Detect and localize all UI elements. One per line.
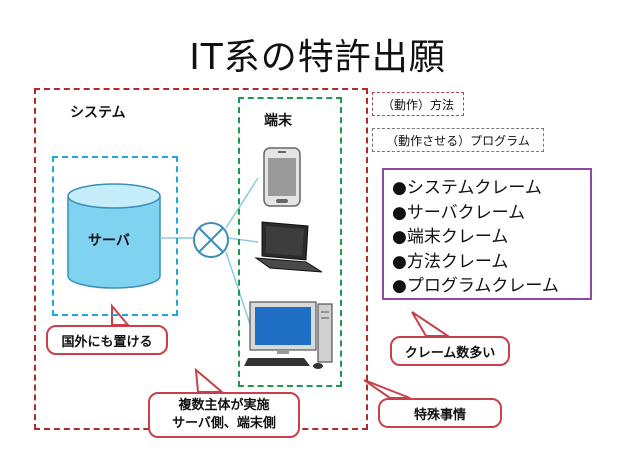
server-cylinder-icon	[67, 183, 161, 289]
claim-item-method: ●方法クレーム	[392, 251, 509, 272]
callout-multiple-actors-line1: 複数主体が実施	[178, 398, 270, 413]
program-tag: （動作させる）プログラム	[372, 128, 544, 152]
claim-item-program: ●プログラムクレーム	[392, 276, 559, 296]
claims-list-box: ●システムクレーム ●サーバクレーム ●端末クレーム ●方法クレーム ●プログラ…	[382, 168, 592, 300]
claim-item-system: ●システムクレーム	[392, 178, 542, 198]
laptop-icon	[254, 221, 323, 273]
callout-many-claims: クレーム数多い	[390, 336, 510, 366]
claim-item-server: ●サーバクレーム	[392, 202, 526, 223]
callout-special-circumstances: 特殊事情	[378, 398, 502, 428]
page-title: IT系の特許出願	[189, 37, 446, 78]
network-hub-icon	[193, 222, 229, 258]
server-boundary-box	[52, 156, 178, 316]
callout-multiple-actors-line2: サーバ側、端末側	[172, 416, 276, 431]
claim-item-terminal: ●端末クレーム	[392, 227, 509, 247]
callout-abroad: 国外にも置ける	[46, 325, 168, 355]
desktop-pc-icon	[244, 301, 333, 369]
terminal-boundary-box	[238, 97, 342, 387]
method-tag: （動作）方法	[372, 92, 464, 116]
terminal-label: 端末	[264, 113, 292, 129]
smartphone-icon	[263, 147, 301, 207]
callout-multiple-actors: 複数主体が実施 サーバ側、端末側	[148, 392, 300, 438]
system-label: システム	[70, 105, 126, 121]
server-label: サーバ	[88, 233, 130, 249]
